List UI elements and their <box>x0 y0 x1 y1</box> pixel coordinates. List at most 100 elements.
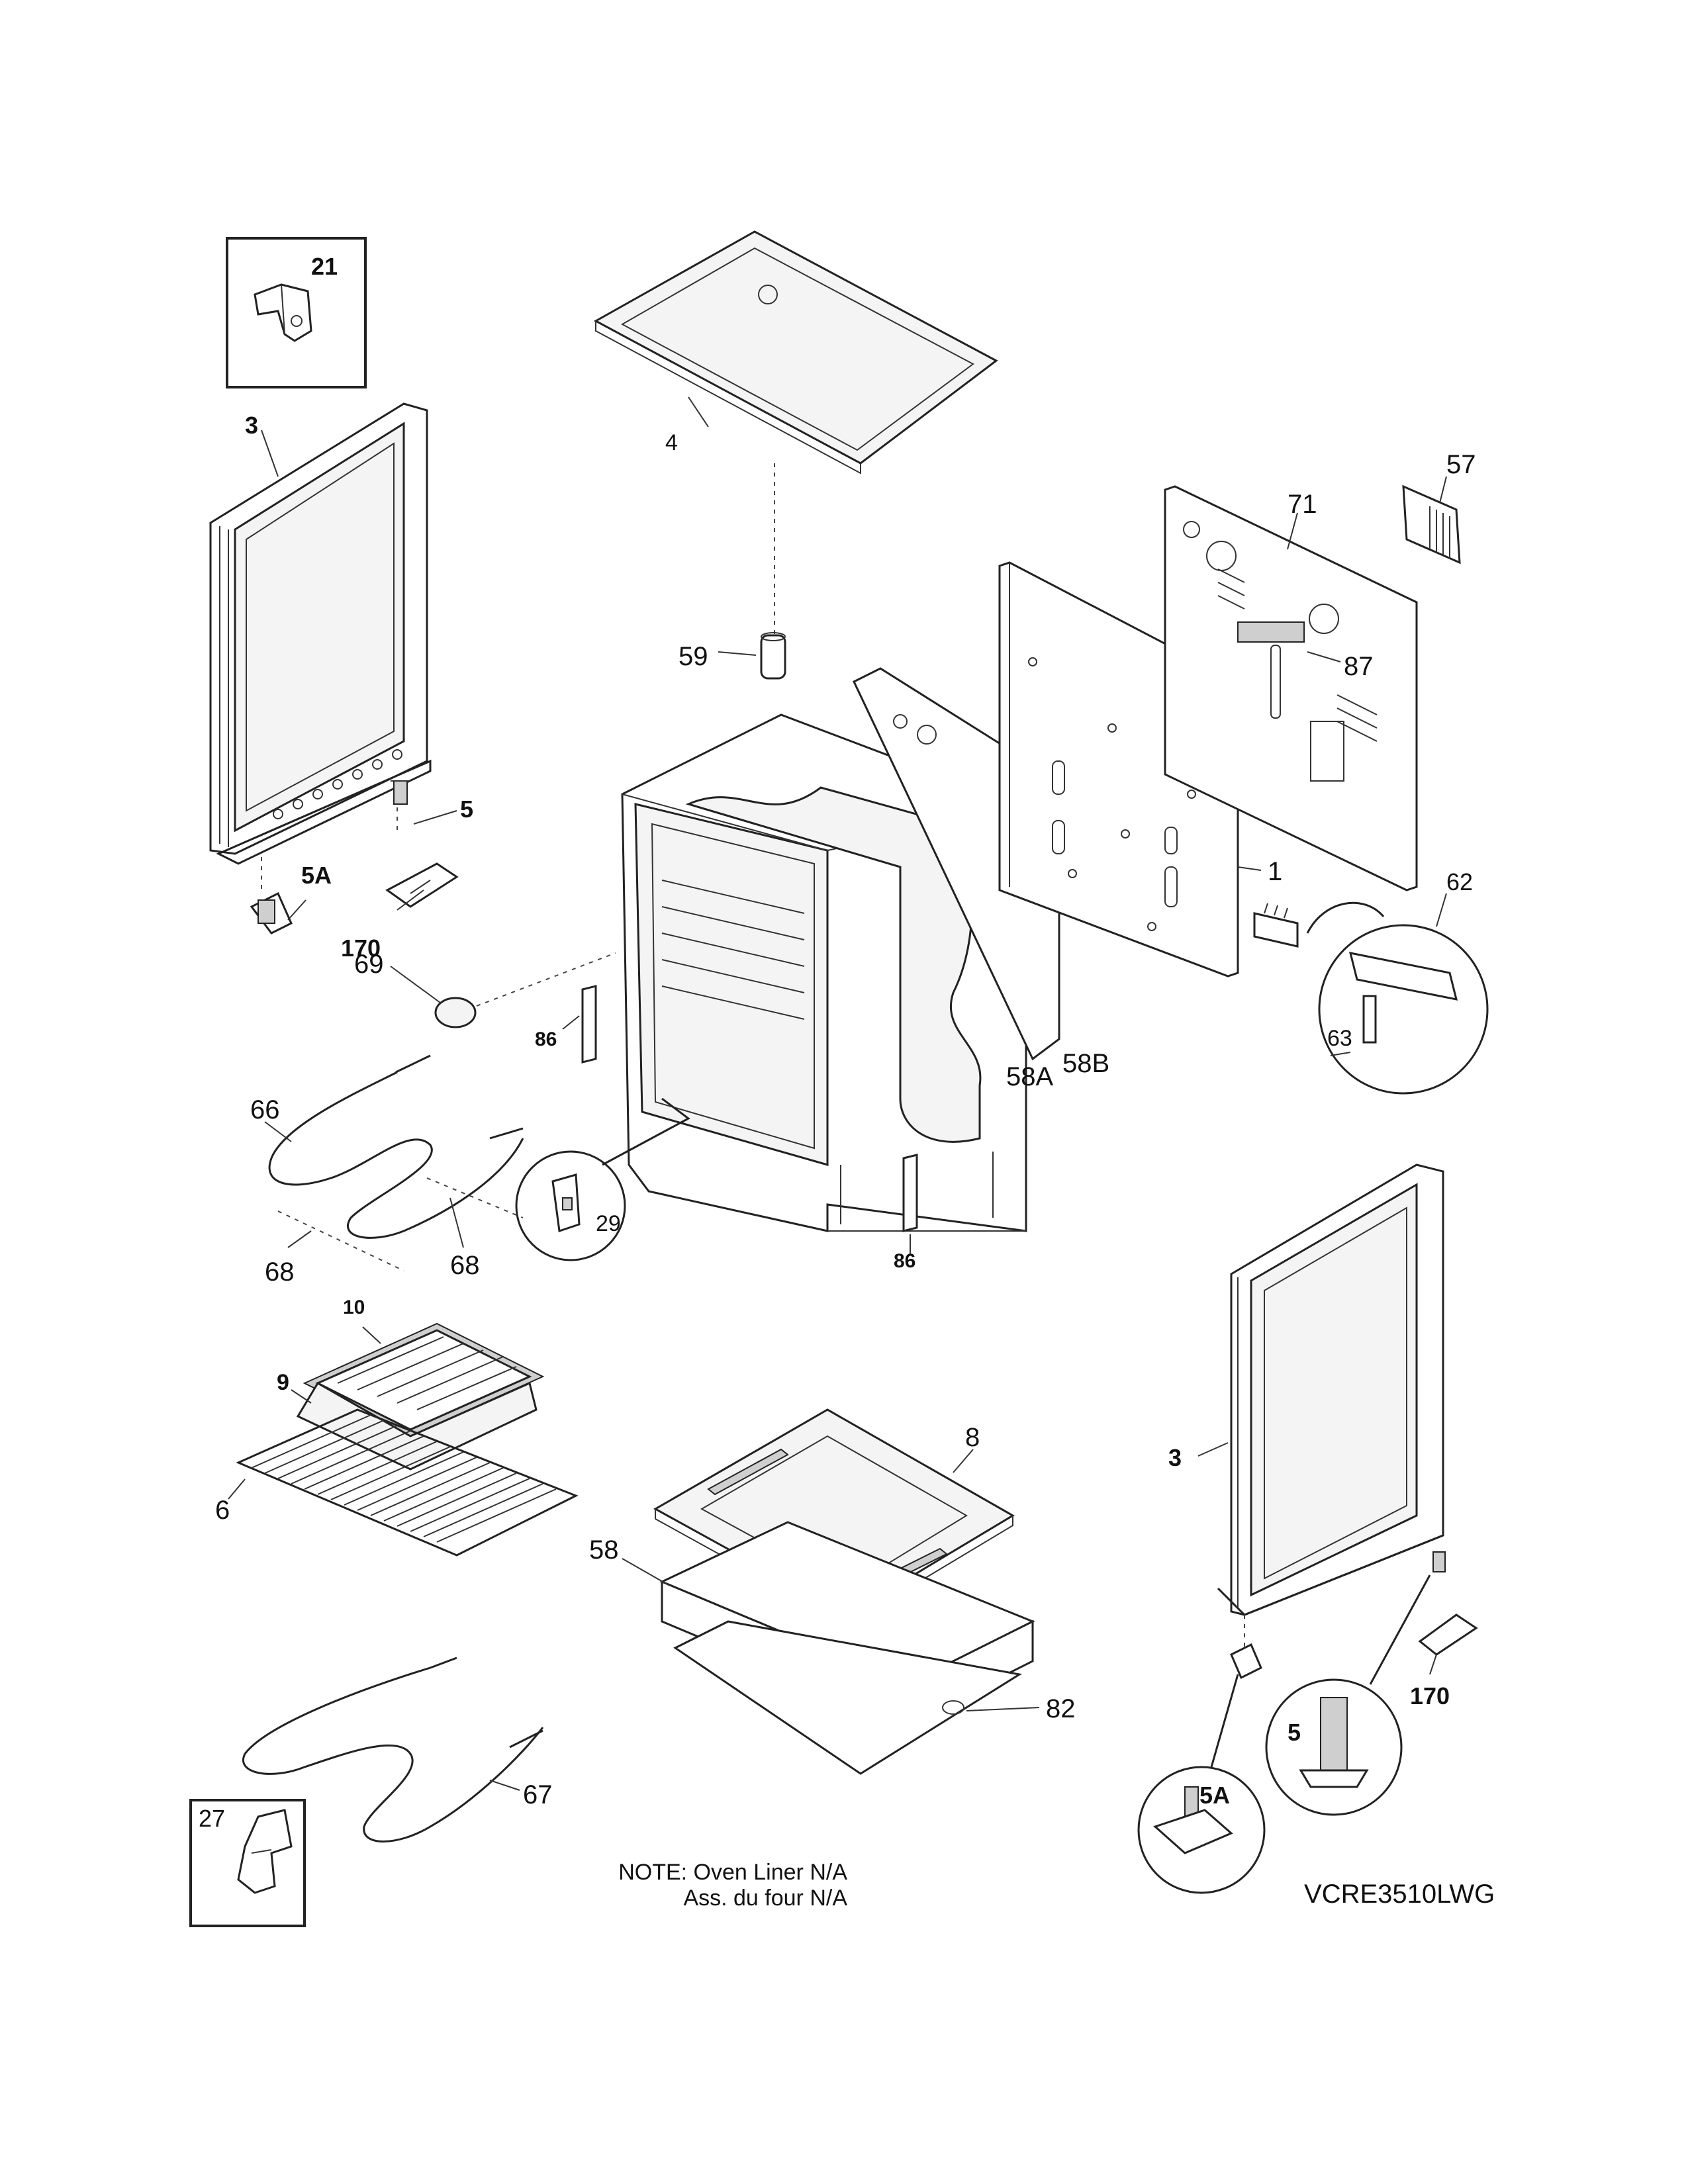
oven-bottom-panel <box>653 1408 1015 1626</box>
oven-cavity <box>621 667 1060 1232</box>
bake-element <box>242 1657 544 1843</box>
vent-cover-57 <box>1402 484 1461 565</box>
dash-68-right <box>426 1177 524 1218</box>
back-panel <box>1164 485 1418 891</box>
part-5a-left <box>250 891 293 934</box>
leader-62 <box>1436 893 1447 927</box>
callout-170-left: 170 <box>341 934 381 962</box>
callout-63: 63 <box>1327 1026 1352 1051</box>
left-oven-door <box>209 402 432 865</box>
leader-59 <box>718 651 757 656</box>
leader-67 <box>489 1780 520 1791</box>
callout-86-left: 86 <box>535 1028 557 1050</box>
leader-5a-right <box>1210 1674 1239 1768</box>
callout-5a-right: 5A <box>1199 1782 1230 1809</box>
callout-68-left: 68 <box>265 1257 295 1287</box>
callout-10: 10 <box>343 1297 365 1318</box>
leader-66 <box>264 1121 292 1142</box>
leader-170-left <box>397 889 424 911</box>
detail-circle-5 <box>1265 1678 1403 1816</box>
callout-3-right: 3 <box>1168 1444 1182 1471</box>
leader-29 <box>602 1097 690 1166</box>
callout-58a: 58A <box>1006 1062 1053 1091</box>
callout-6: 6 <box>215 1496 230 1525</box>
terminal-block <box>1253 903 1299 948</box>
leader-5-left <box>413 810 457 825</box>
arrow-62 <box>1306 901 1385 934</box>
leader-10 <box>362 1326 381 1344</box>
part-27-box <box>189 1799 306 1927</box>
leader-4 <box>688 396 709 428</box>
leader-86-left <box>562 1015 580 1030</box>
callout-3-left: 3 <box>245 412 258 439</box>
leader-87 <box>1307 651 1341 662</box>
leader-68-right <box>449 1197 464 1248</box>
callout-5-left: 5 <box>460 796 473 823</box>
door-vent-holes <box>273 749 402 819</box>
hinge-86-left <box>581 985 597 1064</box>
leader-69 <box>390 966 441 1003</box>
callout-82: 82 <box>1046 1694 1076 1723</box>
leader-3-left <box>261 430 279 477</box>
callout-68-right: 68 <box>450 1251 480 1280</box>
leader-58 <box>622 1558 669 1586</box>
callout-1: 1 <box>1268 857 1282 886</box>
dash-69 <box>476 952 616 1007</box>
callout-4: 4 <box>665 430 678 455</box>
leader-5-right <box>1369 1574 1431 1685</box>
callout-5a-left: 5A <box>301 862 332 889</box>
note-line-1: NOTE: Oven Liner N/A <box>618 1860 847 1885</box>
top-panel <box>593 230 998 475</box>
leader-1 <box>1237 866 1262 871</box>
callout-86-bottom: 86 <box>894 1250 915 1272</box>
leader-3-right <box>1197 1442 1229 1457</box>
heating-element-icon <box>268 1054 524 1239</box>
leader-57 <box>1439 476 1447 504</box>
callout-87: 87 <box>1344 652 1374 681</box>
callout-29: 29 <box>596 1211 621 1236</box>
bottom-plate <box>673 1620 1023 1775</box>
callout-59: 59 <box>679 642 708 671</box>
callout-57: 57 <box>1446 450 1476 479</box>
callout-9: 9 <box>277 1370 289 1395</box>
detail-circle-62 <box>1318 924 1489 1095</box>
callout-66: 66 <box>250 1095 280 1124</box>
callout-21: 21 <box>311 253 338 280</box>
leader-5a-left <box>287 899 306 921</box>
leader-6 <box>228 1479 246 1500</box>
hinge-86-bottom <box>902 1154 918 1232</box>
right-leg-small <box>1432 1551 1446 1572</box>
leader-82 <box>966 1707 1040 1711</box>
leader-9 <box>291 1389 312 1404</box>
detail-circle-5a <box>1137 1766 1266 1894</box>
oven-liner-note: NOTE: Oven Liner N/A Ass. du four N/A <box>609 1860 847 1911</box>
callout-58b: 58B <box>1062 1049 1109 1078</box>
part-69-lamp-cover <box>434 997 477 1028</box>
broil-pan-icon <box>296 1322 545 1471</box>
rack-icon <box>236 1408 579 1557</box>
callout-67: 67 <box>523 1780 553 1809</box>
leveling-leg-icon <box>391 780 410 805</box>
part-170-left <box>385 862 459 908</box>
part-59-spacer <box>760 632 786 680</box>
callout-170-right: 170 <box>1410 1682 1450 1709</box>
model-number: VCRE3510LWG <box>1304 1880 1495 1909</box>
bracket-icon <box>254 283 312 342</box>
leader-68-left <box>287 1230 312 1248</box>
part-21-box <box>226 237 367 388</box>
detail-circle-29 <box>515 1150 626 1261</box>
callout-62: 62 <box>1446 868 1473 895</box>
callout-27: 27 <box>199 1805 225 1832</box>
leader-170-right <box>1429 1654 1437 1675</box>
callout-69: 69 <box>354 950 384 979</box>
part-5a-right-small <box>1230 1643 1262 1680</box>
part-170-right <box>1418 1614 1478 1656</box>
callout-71: 71 <box>1288 490 1317 519</box>
note-line-2: Ass. du four N/A <box>683 1886 847 1911</box>
right-oven-door <box>1217 1163 1444 1616</box>
callout-5-right: 5 <box>1288 1719 1301 1746</box>
leader-71 <box>1287 512 1298 550</box>
callout-8: 8 <box>965 1423 980 1452</box>
callout-58: 58 <box>589 1535 619 1565</box>
